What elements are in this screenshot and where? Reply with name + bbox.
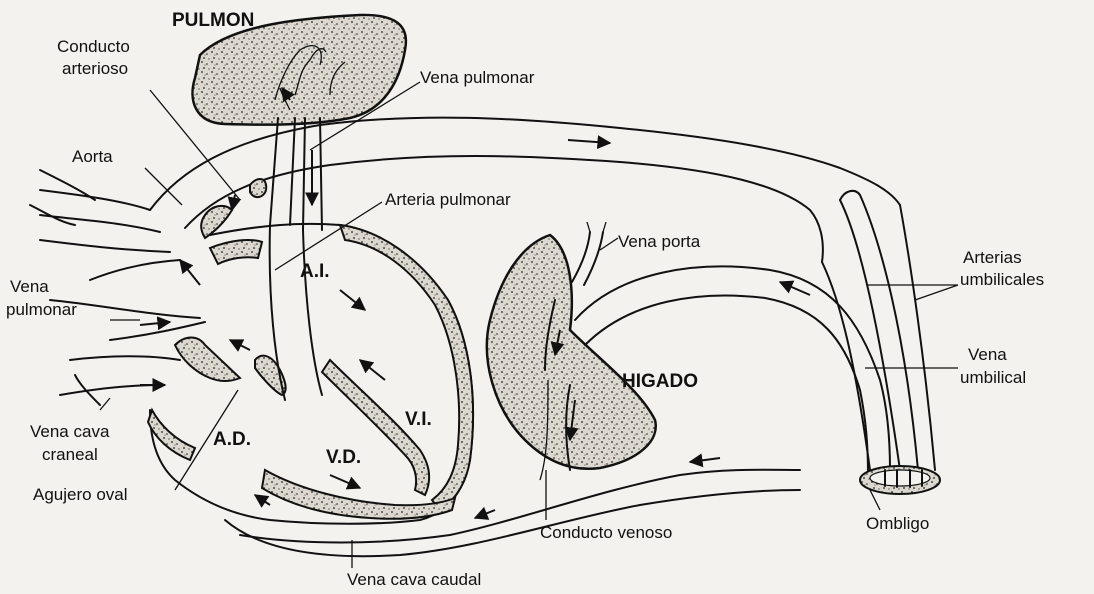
aorta-branch-6	[90, 260, 180, 280]
label-vena-umbilical-2: umbilical	[960, 368, 1026, 387]
umbilical-artery-2	[900, 205, 935, 470]
label-ombligo: Ombligo	[866, 514, 929, 533]
flow-arrow-icon	[232, 195, 235, 210]
atrial-wall-top	[210, 240, 262, 264]
flow-arrow-icon	[255, 495, 270, 505]
label-vena-pulmonar-left-2: pulmonar	[6, 300, 77, 319]
label-arterias-umbilicales-1: Arterias	[963, 248, 1022, 267]
flow-arrow-icon	[140, 322, 170, 325]
vena-porta-2	[584, 232, 603, 285]
label-vena-porta: Vena porta	[618, 232, 701, 251]
label-arterias-umbilicales-2: umbilicales	[960, 270, 1044, 289]
vena-porta-1	[572, 232, 590, 282]
label-vi: V.I.	[405, 409, 432, 430]
umbilical-arteries-top	[840, 191, 860, 200]
flow-arrow-icon	[568, 140, 610, 143]
vena-cava-craneal-1	[70, 356, 180, 360]
label-vena-cava-caudal: Vena cava caudal	[347, 570, 481, 589]
label-conducto-arterioso-2: arterioso	[62, 59, 128, 78]
lung	[193, 15, 406, 125]
flow-arrow-icon	[780, 282, 810, 295]
pulmonary-vessel-right-stem	[303, 118, 305, 230]
label-conducto-arterioso-1: Conducto	[57, 37, 130, 56]
label-ai: A.I.	[300, 261, 330, 282]
aorta-branch-3	[40, 170, 95, 200]
label-vena-pulmonar-left-1: Vena	[10, 277, 49, 296]
vena-porta-tip	[587, 222, 606, 232]
flow-arrow-icon	[230, 340, 250, 350]
flow-arrow-icon	[690, 458, 720, 462]
ductus-arteriosus	[250, 179, 266, 197]
leader-vena-porta	[600, 238, 618, 250]
flow-arrow-icon	[475, 510, 495, 518]
leader-aorta	[145, 168, 182, 205]
label-vena-cava-craneal-1: Vena cava	[30, 422, 110, 441]
label-arteria-pulmonar: Arteria pulmonar	[385, 190, 511, 209]
label-higado: HIGADO	[622, 371, 698, 392]
flow-arrow-icon	[330, 475, 360, 488]
aorta-branch-2	[40, 215, 160, 232]
atrium-flap	[175, 338, 240, 382]
leader-ombligo	[870, 490, 880, 510]
aorta-branch-5	[40, 240, 170, 252]
label-pulmon: PULMON	[172, 10, 254, 31]
label-ad: A.D.	[213, 429, 251, 450]
label-vd: V.D.	[326, 447, 361, 468]
leader-vena-cava-craneal	[100, 398, 110, 410]
umbilical-artery-3	[840, 200, 900, 470]
pulmonary-trunk-right	[303, 230, 322, 395]
flow-arrow-icon	[360, 360, 385, 380]
flow-arrow-icon	[340, 290, 365, 310]
label-conducto-venoso: Conducto venoso	[540, 523, 672, 542]
septum-piece-left	[255, 356, 286, 395]
label-aorta: Aorta	[72, 147, 113, 166]
aorta-branch-4	[30, 205, 75, 225]
flow-arrow-icon	[180, 260, 200, 285]
pulmonary-vessel-right-stem-2	[320, 118, 322, 230]
label-vena-pulmonar-top: Vena pulmonar	[420, 68, 535, 87]
umbilical-artery-1	[822, 262, 870, 470]
aorta-lower-wall	[185, 156, 823, 262]
vena-cava-craneal-2	[60, 385, 160, 395]
label-vena-cava-craneal-2: craneal	[42, 445, 98, 464]
label-agujero-oval: Agujero oval	[33, 485, 128, 504]
right-atrium-wall	[148, 410, 195, 460]
label-vena-umbilical-1: Vena	[968, 345, 1007, 364]
